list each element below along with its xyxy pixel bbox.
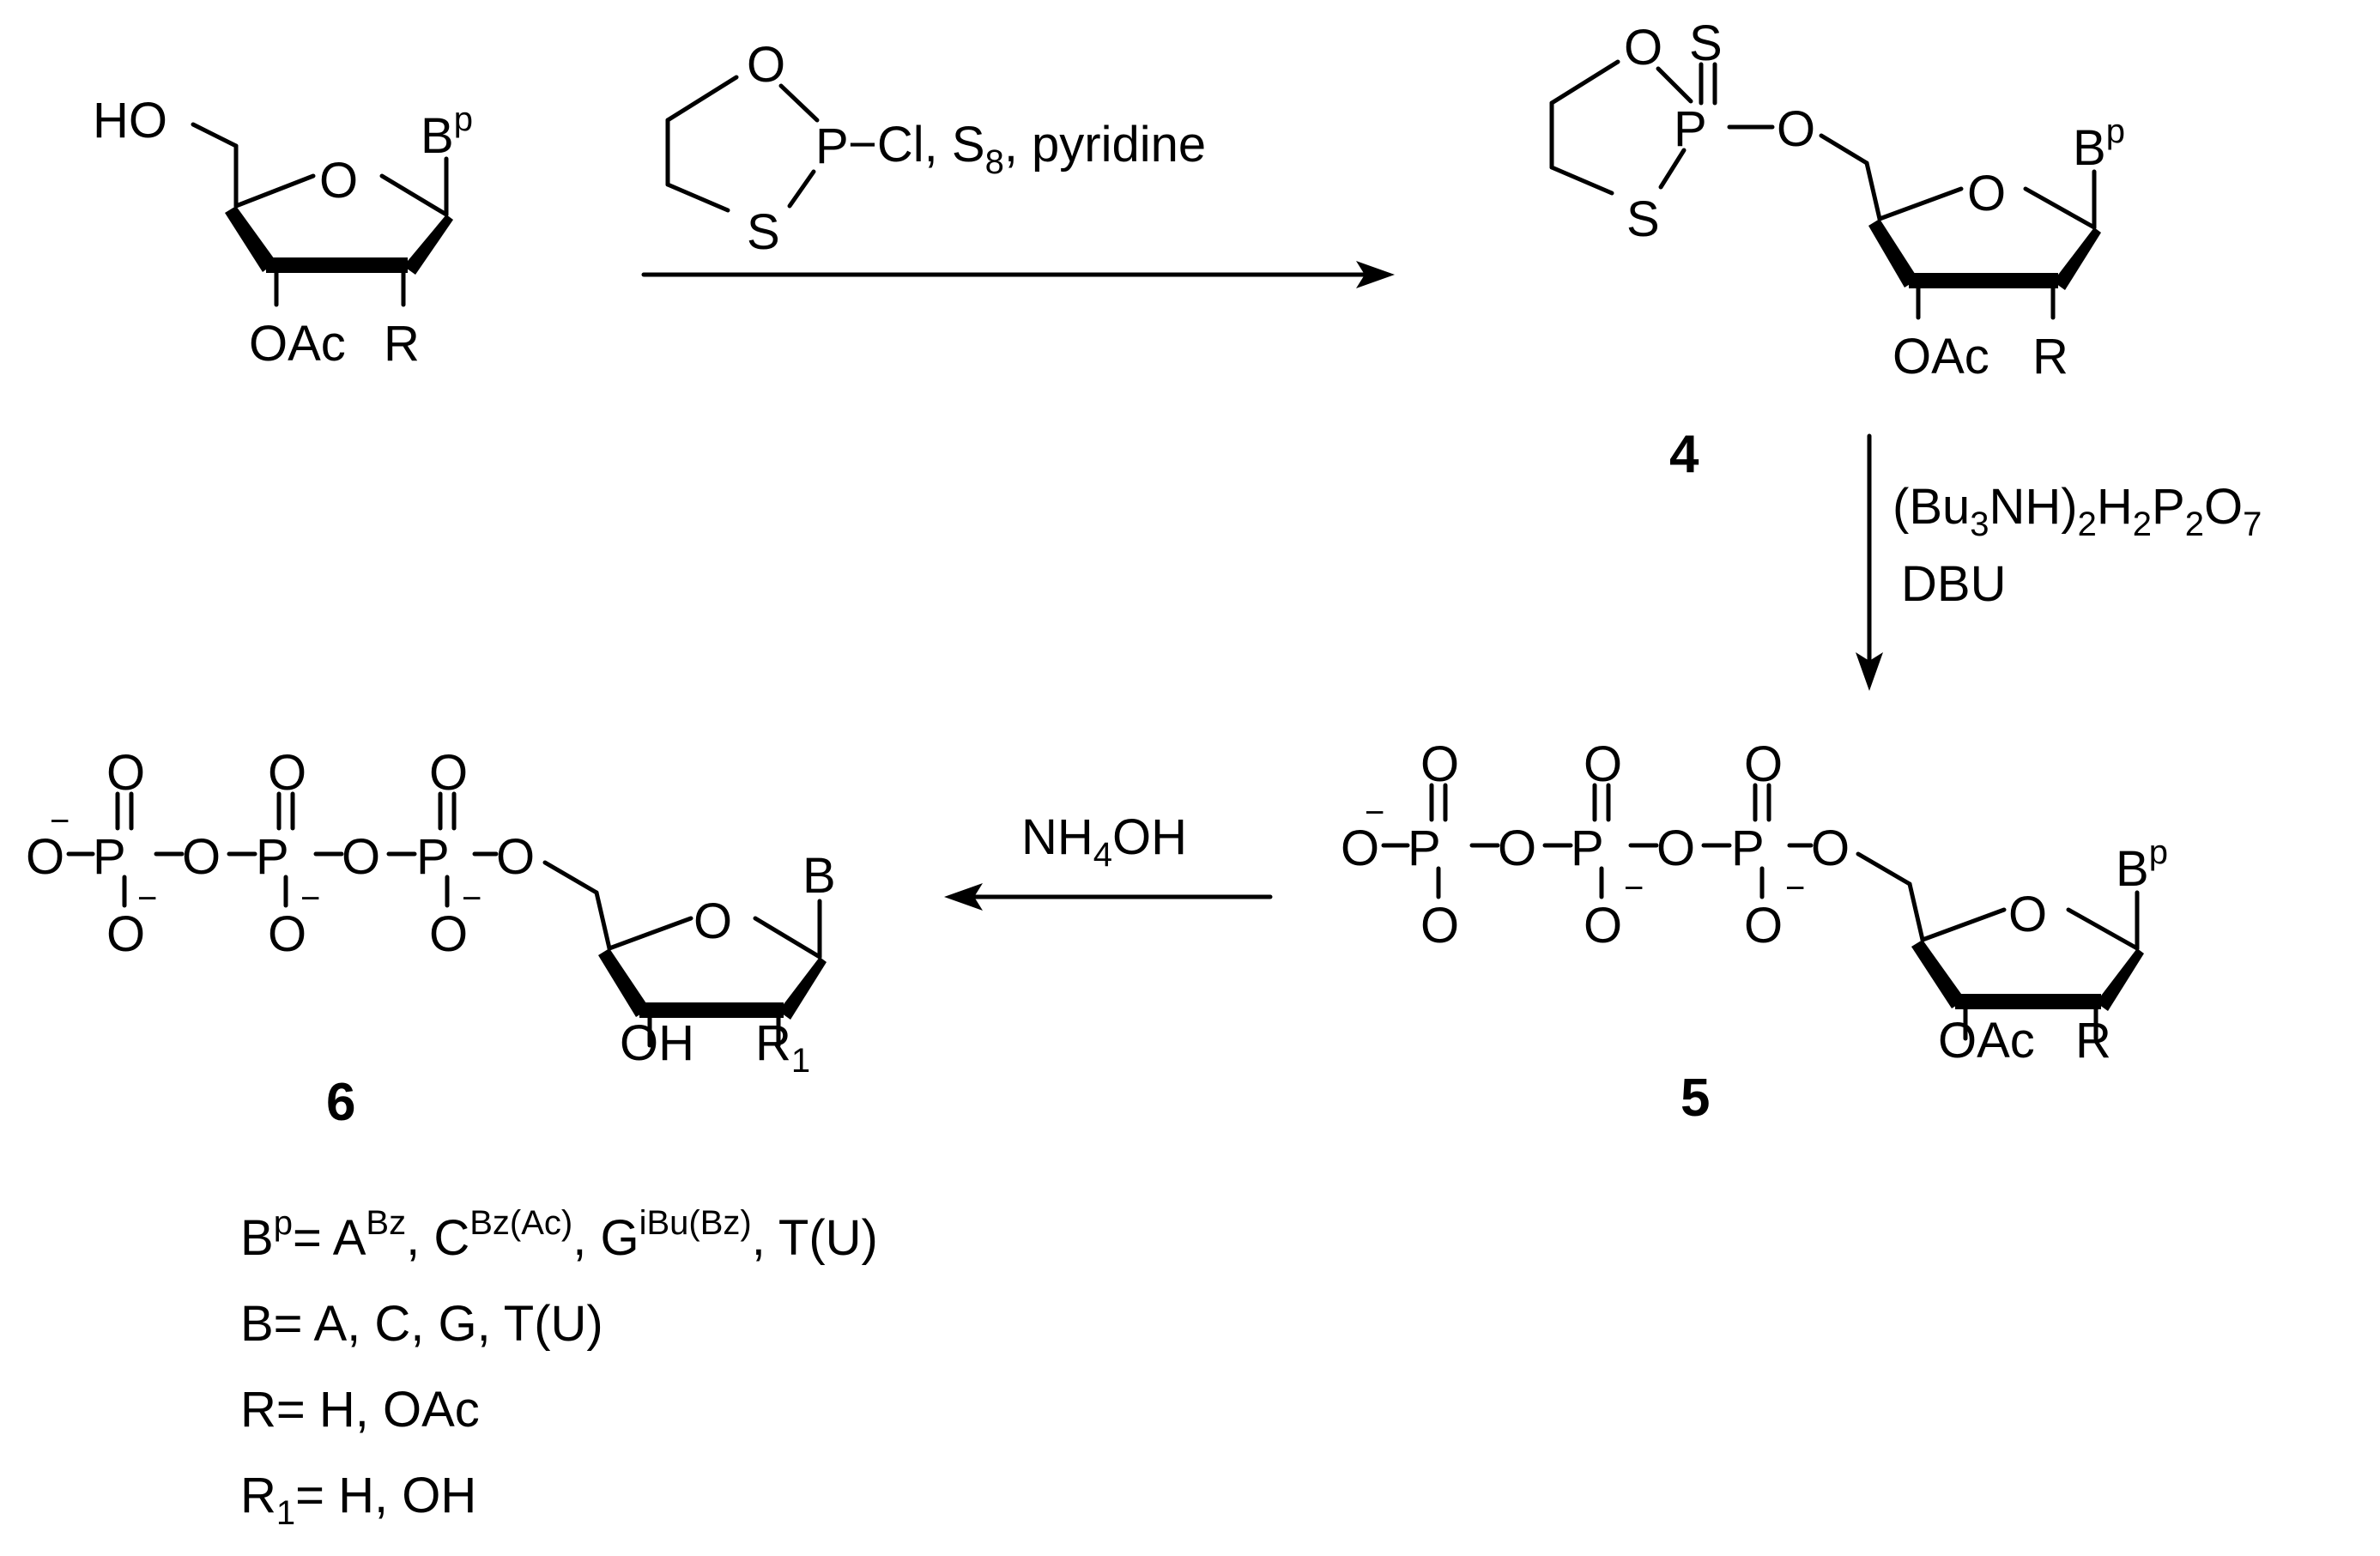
c6-minus-2: − xyxy=(300,880,320,917)
compound-5: O − P O O O P − O O O P − O O O O Bp OAc… xyxy=(1341,736,2168,1069)
c5-phosphorus-alpha: P xyxy=(1408,820,1441,876)
c5-base-label: Bp xyxy=(2116,833,2168,897)
c6-minus-1b: − xyxy=(137,880,157,917)
pyrophosphate-reagent: (Bu3NH)2H2P2O7 xyxy=(1892,479,2262,543)
reagent-conditions: −Cl, S8, pyridine xyxy=(848,117,1206,181)
c5-acetoxy-label: OAc xyxy=(1938,1013,2035,1069)
c5-oxide-2: O xyxy=(1584,898,1622,954)
reagents-step2: (Bu3NH)2H2P2O7 DBU xyxy=(1892,479,2262,612)
c6-oxide-1: O xyxy=(106,906,145,962)
oxathiaphospholane-oxygen: O xyxy=(747,37,785,93)
c6-r1-label: R1 xyxy=(755,1015,810,1080)
compound-4: O S P S O O Bp OAc R xyxy=(1549,15,2125,384)
c4-ring-oxygen: O xyxy=(1624,20,1662,76)
c5-phosphorus-beta: P xyxy=(1571,820,1604,876)
c6-phosphorus-alpha: P xyxy=(93,829,126,885)
c5-minus-3: − xyxy=(1785,869,1805,907)
ammonium-hydroxide-reagent: NH4OH xyxy=(1021,809,1187,874)
legend-line-r1: R1= H, OH xyxy=(240,1468,476,1532)
ring-oxygen-label: O xyxy=(319,153,358,209)
c6-ester-oxygen: O xyxy=(496,829,535,885)
c6-oxo-1: O xyxy=(106,745,145,801)
c6-bridge-oxygen-2: O xyxy=(342,829,380,885)
c6-sugar-oxygen: O xyxy=(693,893,732,949)
legend-line-b: B= A, C, G, T(U) xyxy=(240,1296,603,1352)
legend-line-r: R= H, OAc xyxy=(240,1382,480,1438)
oxathiaphospholane-sulfur: S xyxy=(747,204,780,260)
c5-terminal-oxygen: O xyxy=(1341,820,1379,876)
compound-label-5: 5 xyxy=(1681,1069,1710,1128)
c5-sugar-oxygen: O xyxy=(2008,887,2047,942)
c4-phosphorus: P xyxy=(1674,101,1707,157)
c5-r-label: R xyxy=(2075,1013,2111,1069)
reagents-step1: O P S −Cl, S8, pyridine xyxy=(665,37,1206,260)
reaction-arrow-1 xyxy=(641,261,1395,288)
c5-bridge-oxygen-2: O xyxy=(1656,820,1695,876)
c6-terminal-oxygen: O xyxy=(26,829,64,885)
starting-material: HO O Bp OAc R xyxy=(93,93,473,372)
c6-phosphorus-gamma: P xyxy=(416,829,450,885)
c5-phosphorus-gamma: P xyxy=(1731,820,1765,876)
base-label: Bp xyxy=(421,100,473,164)
oxathiaphospholane-phosphorus: P xyxy=(815,118,849,174)
substituent-legend: Bp= ABz, CBz(Ac), GiBu(Bz), T(U) B= A, C… xyxy=(240,1204,878,1532)
c4-ester-oxygen: O xyxy=(1777,101,1815,157)
c4-ring-sulfur: S xyxy=(1626,191,1660,247)
c6-phosphorus-beta: P xyxy=(256,829,289,885)
c5-oxide-3: O xyxy=(1744,898,1783,954)
c4-thione-sulfur: S xyxy=(1689,15,1723,71)
c6-oxide-3: O xyxy=(429,906,468,962)
c6-hydroxyl-label: OH xyxy=(620,1015,694,1071)
c6-minus-1: − xyxy=(50,802,70,840)
c5-bridge-oxygen-1: O xyxy=(1498,820,1536,876)
c4-base-label: Bp xyxy=(2073,112,2125,176)
c6-oxo-2: O xyxy=(268,745,306,801)
c6-oxo-3: O xyxy=(429,745,468,801)
reaction-arrow-2 xyxy=(1856,433,1883,691)
compound-label-6: 6 xyxy=(326,1073,355,1132)
c6-base-label: B xyxy=(802,848,836,904)
c6-oxide-2: O xyxy=(268,906,306,962)
compound-6: O − P O O − O P O O − O P O O − O O B OH… xyxy=(26,745,836,1080)
c5-minus-1: − xyxy=(1365,794,1384,832)
c5-ester-oxygen: O xyxy=(1811,820,1850,876)
c5-oxo-3: O xyxy=(1744,736,1783,792)
dbu-reagent: DBU xyxy=(1901,556,2006,612)
compound-label-4: 4 xyxy=(1669,425,1699,484)
legend-line-bp: Bp= ABz, CBz(Ac), GiBu(Bz), T(U) xyxy=(240,1204,878,1266)
c5-minus-2: − xyxy=(1624,869,1644,907)
reaction-arrow-3 xyxy=(944,883,1273,911)
hydroxyl-label: HO xyxy=(93,93,167,148)
c5-oxo-1: O xyxy=(1420,736,1459,792)
c6-bridge-oxygen-1: O xyxy=(182,829,221,885)
r-label: R xyxy=(384,316,420,372)
c4-r-label: R xyxy=(2032,329,2068,384)
c5-oxide-1: O xyxy=(1420,898,1459,954)
c4-acetoxy-label: OAc xyxy=(1892,329,1989,384)
acetoxy-label: OAc xyxy=(249,316,346,372)
c6-minus-3: − xyxy=(462,880,481,917)
c4-sugar-oxygen: O xyxy=(1967,166,2006,221)
c5-oxo-2: O xyxy=(1584,736,1622,792)
